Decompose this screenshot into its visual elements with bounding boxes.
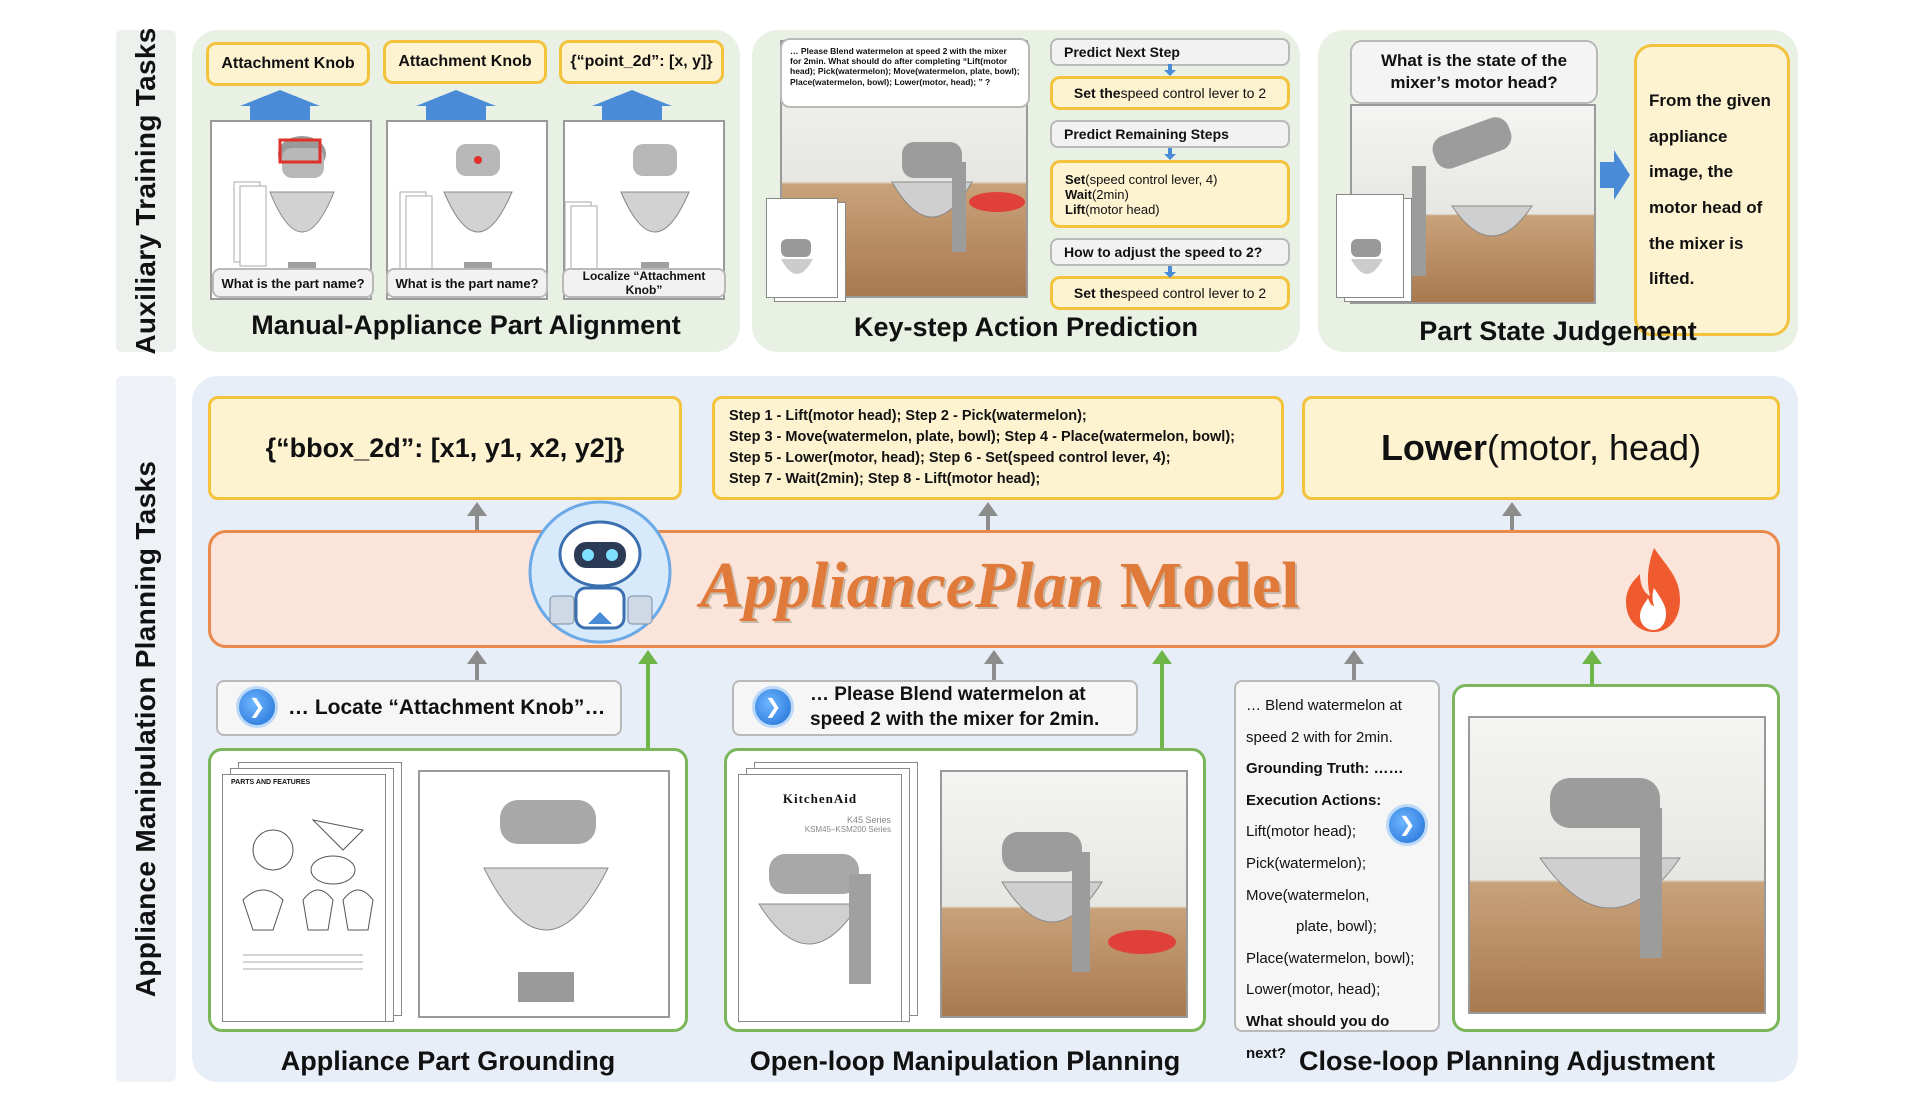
closeloop-line-4: Execution Actions:: [1246, 791, 1382, 809]
state-right-arrow: [1600, 150, 1630, 200]
closeloop-line-7: Move(watermelon,: [1246, 886, 1370, 904]
mixer-icon: [233, 136, 335, 286]
closeloop-line-10: Lower(motor, head);: [1246, 981, 1381, 999]
closeloop-line-8: plate, bowl);: [1296, 918, 1377, 936]
output-steps: Step 1 - Lift(motor head); Step 2 - Pick…: [712, 396, 1284, 500]
caption-keystep: Key-step Action Prediction: [853, 312, 1199, 342]
manual-mixer-icon: [1351, 239, 1383, 274]
manual-brand: KitchenAid: [782, 791, 858, 806]
keystep-q1: Predict Next Step: [1050, 38, 1290, 66]
caption-grounding: Appliance Part Grounding: [280, 1046, 616, 1076]
caption-openloop: Open-loop Manipulation Planning: [749, 1046, 1181, 1076]
alignment-question-1: What is the part name?: [212, 268, 374, 298]
keystep-manual-front: [766, 198, 838, 298]
lifted-mixer-icon: [1412, 117, 1533, 276]
closeloop-line-9: Place(watermelon, bowl);: [1246, 949, 1415, 967]
side-label-planning: Appliance Manipulation Planning Tasks: [116, 376, 176, 1082]
kitchen-mixer-icon: [891, 142, 1025, 252]
openloop-prompt: … Please Blend watermelon at speed 2 wit…: [732, 680, 1138, 736]
alignment-image-1: [210, 120, 372, 300]
arrow-stem-in-1: [475, 662, 479, 680]
openloop-manual-front: KitchenAid K45 Series KSM45–KSM200 Serie…: [738, 774, 902, 1022]
model-name: AppliancePlan Model: [700, 549, 1300, 622]
grounding-mixer-image: [418, 770, 670, 1018]
side-label-auxiliary: Auxiliary Training Tasks: [116, 27, 176, 355]
speaker-icon: ❯: [752, 686, 794, 728]
manual-series-2: KSM45–KSM200 Series: [804, 825, 891, 834]
manual-series: K45 Series: [846, 815, 891, 825]
arrow-head-in-5: [1344, 650, 1364, 664]
grounding-prompt: … Locate “Attachment Knob”…: [216, 680, 622, 736]
caption-part-alignment: Manual-Appliance Part Alignment: [251, 310, 681, 340]
arrow-stem-out-2: [986, 514, 990, 532]
state-answer: From the given appliance image, the moto…: [1634, 44, 1790, 336]
closeloop-line-6: Pick(watermelon);: [1246, 854, 1367, 872]
blue-arrow-2: [416, 90, 496, 120]
closeloop-line-1: … Blend watermelon at: [1246, 697, 1402, 714]
arrow-stem-out-3: [1510, 514, 1514, 532]
blue-arrow-1: [240, 90, 320, 120]
output-lower: Lower(motor, head): [1302, 396, 1780, 500]
manual-mixer-icon: [758, 854, 871, 984]
caption-closeloop: Close-loop Planning Adjustment: [1299, 1046, 1715, 1076]
arrow-stem-in-2: [646, 662, 650, 748]
output-bbox: {“bbox_2d”: [x1, y1, x2, y2]}: [208, 396, 682, 500]
arrow-head-in-6: [1582, 650, 1602, 664]
model-box: [208, 530, 1780, 648]
alignment-output-2: Attachment Knob: [383, 40, 547, 84]
arrow-head-out-1: [467, 502, 487, 516]
keystep-arrows: [1164, 64, 1176, 278]
kitchen-mixer-icon: [1539, 778, 1681, 958]
closeloop-line-3: Grounding Truth: ……: [1246, 760, 1404, 778]
closeloop-context: … Blend watermelon at speed 2 with for 2…: [1234, 680, 1440, 1062]
fire-icon: [1626, 548, 1680, 632]
speaker-icon: ❯: [1386, 804, 1428, 846]
alignment-arrows: [240, 90, 672, 120]
arrow-stem-in-3: [992, 662, 996, 680]
closeloop-line-2: speed 2 with for 2min.: [1246, 728, 1393, 746]
keystep-arrow-2: [1164, 148, 1176, 160]
arrow-stem-in-5: [1352, 662, 1356, 680]
keystep-arrow-1: [1164, 64, 1176, 76]
openloop-kitchen-image: [940, 770, 1188, 1018]
arrow-head-out-3: [1502, 502, 1522, 516]
keystep-q3: How to adjust the speed to 2?: [1050, 238, 1290, 266]
speaker-icon: ❯: [236, 686, 278, 728]
blue-arrow-3: [592, 90, 672, 120]
arrow-head-in-4: [1152, 650, 1172, 664]
alignment-output-1: Attachment Knob: [206, 42, 370, 86]
arrow-head-in-1: [467, 650, 487, 664]
arrow-stem-in-4: [1160, 662, 1164, 748]
arrow-head-out-2: [978, 502, 998, 516]
arrow-head-in-3: [984, 650, 1004, 664]
kitchen-mixer-icon: [1001, 832, 1176, 972]
arrow-stem-out-1: [475, 514, 479, 532]
state-manual-front: [1336, 194, 1404, 298]
closeloop-line-11: What should you do next?: [1246, 1012, 1390, 1062]
closeloop-kitchen-image: [1468, 716, 1766, 1014]
alignment-question-2: What is the part name?: [386, 268, 548, 298]
mixer-icon: [483, 800, 609, 1002]
keystep-a2: Set(speed control lever, 4) Wait(2min) L…: [1050, 160, 1290, 228]
alignment-output-3: {“point_2d”: [x, y]}: [559, 40, 724, 84]
keystep-arrow-3: [1164, 266, 1176, 278]
keystep-prompt: … Please Blend watermelon at speed 2 wit…: [780, 38, 1030, 108]
parts-diagram-icon: [242, 819, 374, 970]
manual-mixer-icon: [781, 239, 813, 274]
caption-part-state: Part State Judgement: [1419, 316, 1697, 346]
arrow-stem-in-6: [1590, 662, 1594, 684]
arrow-head-in-2: [638, 650, 658, 664]
state-question: What is the state of the mixer’s motor h…: [1350, 40, 1598, 104]
alignment-question-3: Localize “Attachment Knob”: [562, 268, 726, 298]
keystep-q2: Predict Remaining Steps: [1050, 120, 1290, 148]
manual-parts-title: PARTS AND FEATURES: [231, 779, 311, 786]
robot-mascot-icon: [528, 500, 672, 644]
grounding-manual-front: PARTS AND FEATURES: [222, 774, 386, 1022]
keystep-a1: Set the speed control lever to 2: [1050, 76, 1290, 110]
closeloop-line-5: Lift(motor head);: [1246, 823, 1357, 841]
